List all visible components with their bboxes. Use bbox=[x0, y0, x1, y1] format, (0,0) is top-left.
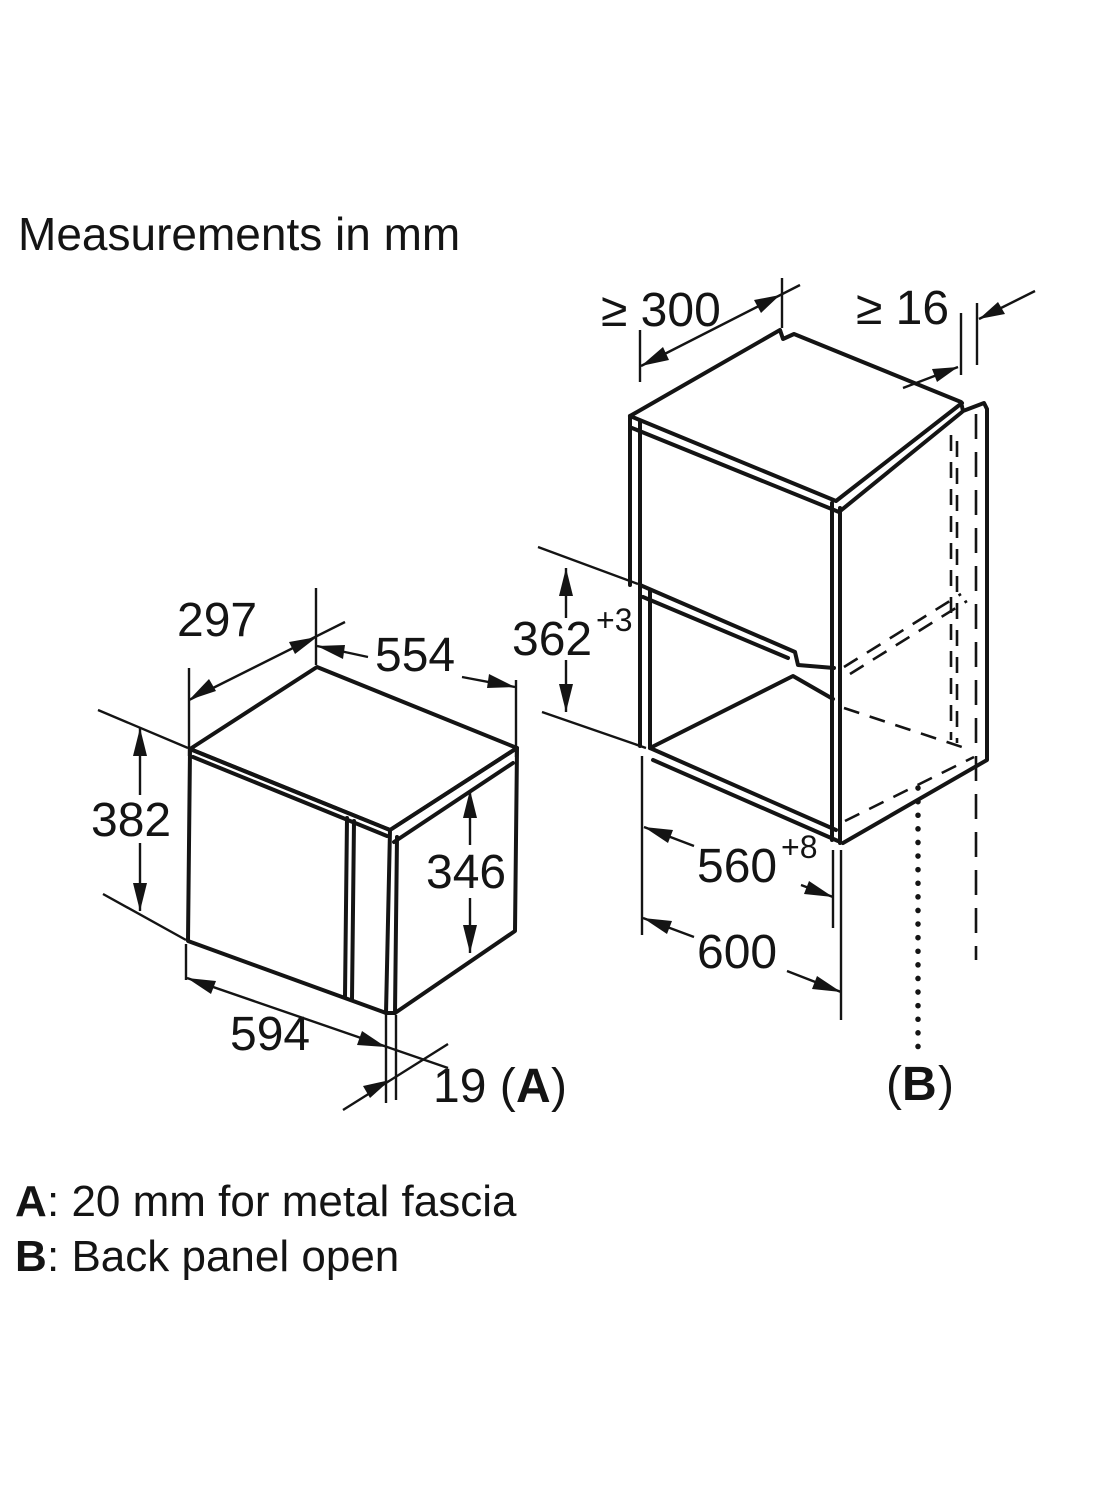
cabinet-niche-floor-back-edges bbox=[648, 674, 835, 750]
dim-594-line bbox=[186, 976, 449, 1070]
dim-16-extension-lines bbox=[959, 303, 979, 375]
legend-b-text: : Back panel open bbox=[47, 1232, 399, 1281]
cabinet-hidden-niche-top-edges bbox=[843, 592, 968, 676]
dim-16-arrow-left bbox=[932, 367, 958, 382]
dim-label-top-clearance: ≥ 300 bbox=[601, 284, 721, 337]
dim-560-extension-lines bbox=[640, 756, 835, 935]
dim-label-outer-width: 600 bbox=[697, 926, 777, 979]
cabinet-hidden-back-edge-pair bbox=[949, 435, 959, 743]
dim-label-width: 554 bbox=[375, 629, 455, 682]
back-label-close: ) bbox=[938, 1058, 954, 1111]
dim-300-extension-lines bbox=[638, 278, 784, 382]
dim-label-fascia-value: 19 ( bbox=[433, 1060, 516, 1113]
dim-382-extension-lines bbox=[97, 708, 189, 942]
dim-346-arrow-up bbox=[463, 790, 477, 818]
cabinet-front-right-edge bbox=[830, 501, 842, 845]
dim-600-arrow-left bbox=[643, 918, 672, 934]
dim-16-arrow-right bbox=[979, 302, 1005, 319]
dim-554-arrow-left bbox=[317, 645, 345, 659]
dim-382-arrow-down bbox=[133, 883, 147, 911]
dim-label-niche-width: 560 bbox=[697, 840, 777, 893]
dim-594-arrow-right bbox=[357, 1031, 386, 1047]
microwave-door-face bbox=[186, 747, 392, 1015]
dim-300-arrow-right bbox=[754, 295, 780, 313]
dim-594-arrow-left bbox=[187, 978, 216, 994]
dim-297-arrow-left bbox=[189, 679, 216, 700]
dim-label-fascia-close: ) bbox=[551, 1060, 567, 1113]
microwave-dimensions: 297 554 382 346 594 19 ( A ) bbox=[91, 588, 567, 1113]
dim-297-extension-lines bbox=[187, 588, 318, 756]
dim-label-side-height: 346 bbox=[426, 846, 506, 899]
microwave-side-face bbox=[388, 746, 519, 1015]
legend: A : 20 mm for metal fascia B : Back pane… bbox=[15, 1177, 517, 1281]
dim-19-arrow-line bbox=[342, 1042, 449, 1112]
dim-297-arrow-right bbox=[289, 637, 317, 654]
dim-346-arrow-down bbox=[463, 925, 477, 953]
microwave-door-top-line bbox=[191, 755, 389, 838]
dim-label-depth: 297 bbox=[177, 594, 257, 647]
dim-560-arrow-right bbox=[804, 881, 833, 897]
dim-300-arrow-left bbox=[641, 347, 669, 366]
dim-554-arrow-right bbox=[487, 674, 515, 688]
dim-label-bottom-width: 594 bbox=[230, 1008, 310, 1061]
cabinet-hidden-bottom-inner-edge bbox=[844, 755, 975, 823]
dim-label-niche-height-tolerance: +3 bbox=[596, 602, 632, 638]
dim-362-arrow-up bbox=[559, 568, 573, 596]
dim-600-arrow-right bbox=[812, 976, 841, 992]
legend-a-text: : 20 mm for metal fascia bbox=[47, 1177, 517, 1226]
back-label-open: ( bbox=[886, 1058, 902, 1111]
cabinet-niche-floor-front-edge bbox=[648, 746, 840, 843]
cabinet-outline bbox=[628, 328, 989, 1051]
microwave-side-lip-line bbox=[392, 761, 515, 844]
microwave-door-handle bbox=[343, 816, 356, 1001]
back-label-letter: B bbox=[902, 1058, 937, 1111]
dim-560-arrow-left bbox=[644, 827, 673, 843]
cabinet-panel-bottom-edge-inner bbox=[641, 595, 790, 660]
dim-19-arrow bbox=[363, 1080, 390, 1098]
page-title: Measurements in mm bbox=[18, 208, 460, 260]
cabinet-rear-top-and-right-edge bbox=[628, 328, 989, 845]
dim-label-rear-clearance: ≥ 16 bbox=[856, 282, 949, 335]
legend-b-letter: B bbox=[15, 1232, 47, 1281]
cabinet-hidden-bottom-back-edge bbox=[843, 706, 972, 752]
dim-label-niche-height: 362 bbox=[512, 613, 592, 666]
cabinet-dimensions: ≥ 300 ≥ 16 362 +3 560 +8 600 ( B ) bbox=[512, 278, 1036, 1111]
dim-label-height: 382 bbox=[91, 794, 171, 847]
legend-a-letter: A bbox=[15, 1177, 47, 1226]
dim-362-arrow-down bbox=[559, 684, 573, 712]
dim-19-extension-lines bbox=[384, 1013, 398, 1103]
dim-label-fascia-letter: A bbox=[516, 1060, 551, 1113]
microwave-outline bbox=[186, 665, 519, 1015]
cabinet-panel-bottom-edge bbox=[638, 583, 836, 670]
cabinet-top-front-edge-inner bbox=[630, 410, 964, 514]
dim-297-line bbox=[188, 620, 346, 702]
dim-362-extension-lines bbox=[537, 545, 647, 750]
dim-382-arrow-up bbox=[133, 728, 147, 756]
dim-label-niche-width-tolerance: +8 bbox=[781, 829, 817, 865]
cabinet-top-front-edge bbox=[628, 401, 964, 503]
